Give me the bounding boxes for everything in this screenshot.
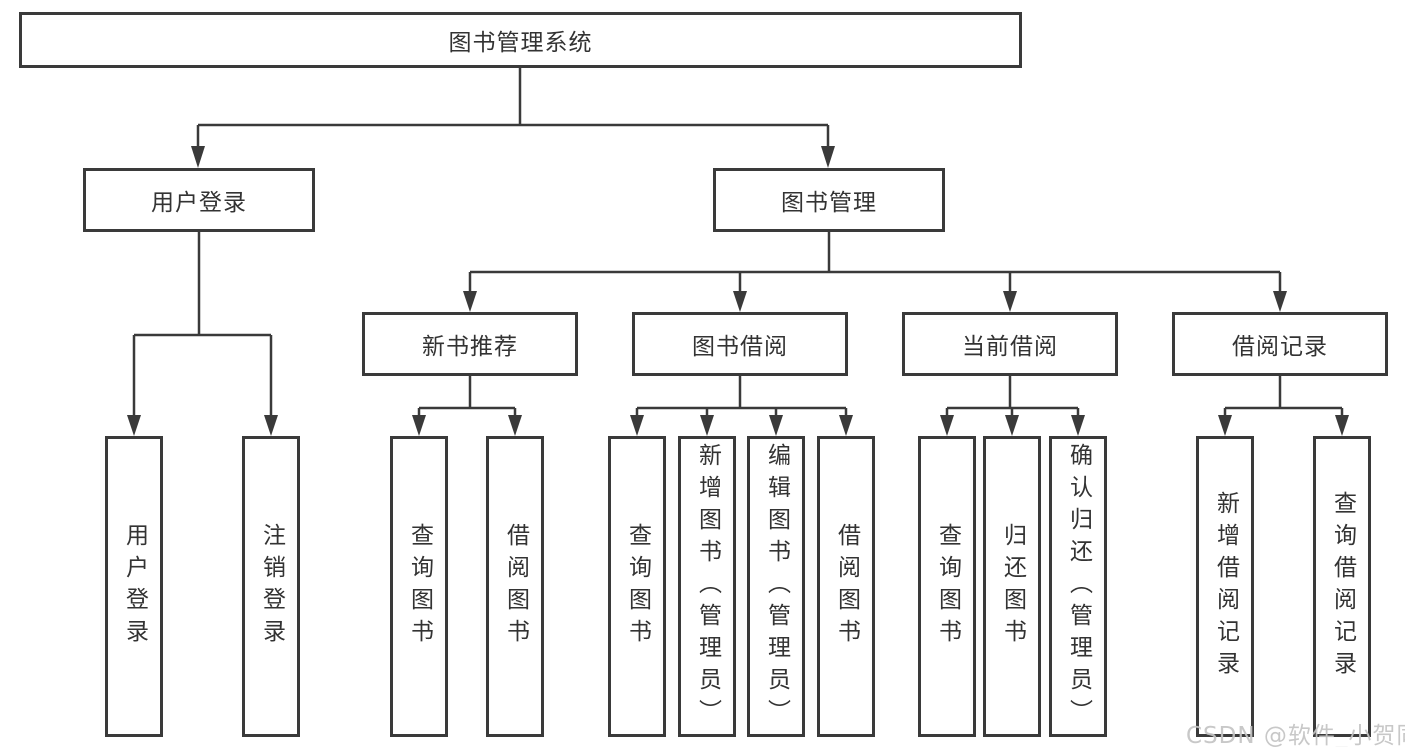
csdn-watermark: CSDN @软件_小贺同学 (1186, 723, 1405, 747)
node-user-login-branch: 用户登录 (83, 168, 315, 232)
leaf-edit-books-admin: 编辑图书（管理员） (747, 436, 805, 737)
node-label: 归还图书 (999, 522, 1026, 651)
node-label: 新增图书（管理员） (694, 442, 721, 731)
arrow-icon (1335, 415, 1349, 436)
node-label: 查询图书 (406, 522, 433, 651)
node-borrow-records: 借阅记录 (1172, 312, 1388, 376)
arrow-icon (940, 415, 954, 436)
arrow-icon (264, 415, 278, 436)
arrow-icon (1273, 291, 1287, 312)
leaf-borrow-books-2: 借阅图书 (817, 436, 875, 737)
arrow-icon (769, 415, 783, 436)
leaf-borrow-books-1: 借阅图书 (486, 436, 544, 737)
leaf-return-books: 归还图书 (983, 436, 1041, 737)
node-label: 用户登录 (121, 522, 148, 651)
arrow-icon (1218, 415, 1232, 436)
arrow-icon (839, 415, 853, 436)
node-label: 编辑图书（管理员） (763, 442, 790, 731)
node-label: 新增借阅记录 (1212, 490, 1239, 683)
arrow-icon (630, 415, 644, 436)
node-label: 确认归还（管理员） (1065, 442, 1092, 731)
arrow-icon (700, 415, 714, 436)
leaf-user-login: 用户登录 (105, 436, 163, 737)
arrow-icon (733, 291, 747, 312)
node-label: 借阅图书 (833, 522, 860, 651)
node-book-management-system: 图书管理系统 (19, 12, 1022, 68)
node-label: 图书管理 (781, 190, 877, 216)
node-current-borrow: 当前借阅 (902, 312, 1118, 376)
node-label: 图书借阅 (692, 334, 788, 360)
leaf-add-borrow-record: 新增借阅记录 (1196, 436, 1254, 737)
node-label: 借阅记录 (1232, 334, 1328, 360)
node-label: 查询借阅记录 (1329, 490, 1356, 683)
arrow-icon (1071, 415, 1085, 436)
leaf-query-borrow-record: 查询借阅记录 (1313, 436, 1371, 737)
node-label: 查询图书 (624, 522, 651, 651)
node-book-management-branch: 图书管理 (713, 168, 945, 232)
leaf-logout: 注销登录 (242, 436, 300, 737)
arrow-icon (1003, 291, 1017, 312)
node-label: 用户登录 (151, 190, 247, 216)
leaf-confirm-return-admin: 确认归还（管理员） (1049, 436, 1107, 737)
arrowheads (127, 146, 1349, 436)
leaf-query-books-2: 查询图书 (608, 436, 666, 737)
node-label: 借阅图书 (502, 522, 529, 651)
arrow-icon (1005, 415, 1019, 436)
node-label: 图书管理系统 (448, 30, 593, 56)
arrow-icon (127, 415, 141, 436)
node-label: 注销登录 (258, 522, 285, 651)
arrow-icon (821, 146, 835, 168)
connector-path (132, 68, 1344, 418)
leaf-add-books-admin: 新增图书（管理员） (678, 436, 736, 737)
node-book-borrow: 图书借阅 (632, 312, 848, 376)
leaf-query-books-1: 查询图书 (390, 436, 448, 737)
arrow-icon (412, 415, 426, 436)
node-label: 新书推荐 (422, 334, 518, 360)
node-new-book-recommend: 新书推荐 (362, 312, 578, 376)
arrow-icon (191, 146, 205, 168)
arrow-icon (463, 291, 477, 312)
leaf-query-books-3: 查询图书 (918, 436, 976, 737)
arrow-icon (508, 415, 522, 436)
node-label: 当前借阅 (962, 334, 1058, 360)
node-label: 查询图书 (934, 522, 961, 651)
